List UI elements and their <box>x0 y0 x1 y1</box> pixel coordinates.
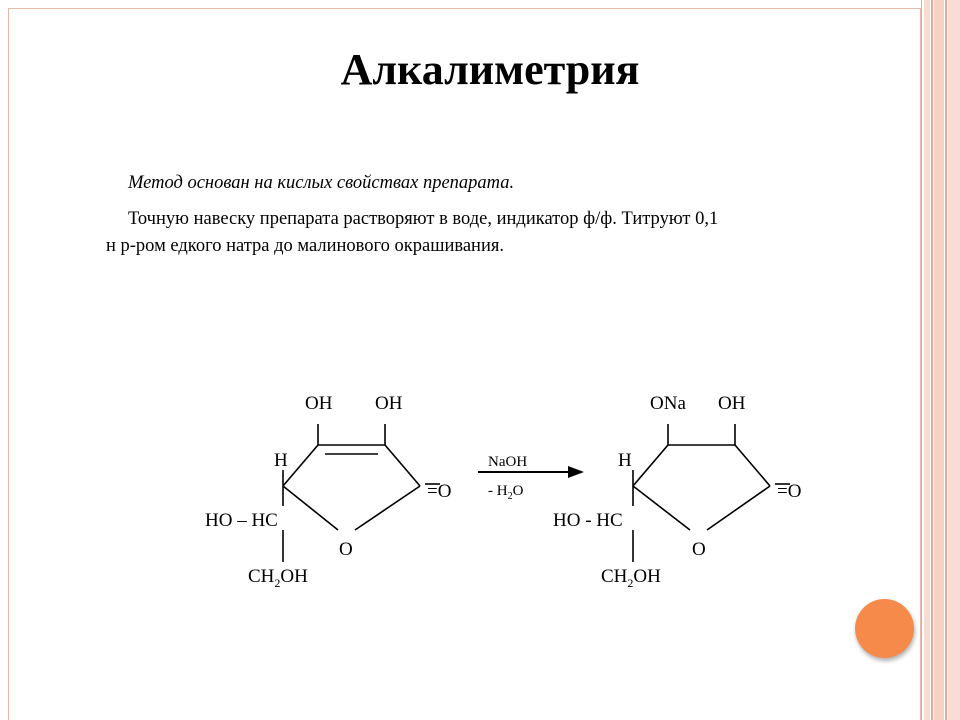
reactant-hohc-label: HO – HC <box>205 510 278 531</box>
reactant-carbonyl-label: =O <box>427 481 451 502</box>
decorative-stripe <box>924 0 930 720</box>
product-bonds <box>632 424 790 562</box>
slide-title: Алкалиметрия <box>340 45 640 94</box>
decorative-orange-circle <box>855 599 914 658</box>
method-description: Метод основан на кислых свойствах препар… <box>128 173 515 193</box>
reactant-ring-oxygen-label: O <box>339 539 353 560</box>
reactant-bonds <box>282 424 440 562</box>
reactant-oh-left-label: OH <box>305 393 333 414</box>
procedure-text-line-1: Точную навеску препарата растворяют в во… <box>128 209 719 229</box>
reactant-ch2oh-label: CH2OH <box>248 566 308 590</box>
decorative-stripe <box>931 0 933 720</box>
procedure-text-line-2: н р-ром едкого натра до малинового окраш… <box>106 236 504 256</box>
reagent-naoh-label: NaOH <box>488 454 527 470</box>
product-structure: ONa OH H =O O HO - HC CH2OH <box>553 393 801 590</box>
reaction-arrow: NaOH - H2O <box>478 454 584 502</box>
reactant-h-label: H <box>274 450 288 471</box>
reactant-structure: OH OH H =O O HO – HC CH2OH <box>205 393 451 590</box>
product-ch2oh-label: CH2OH <box>601 566 661 590</box>
product-hohc-label: HO - HC <box>553 510 623 531</box>
product-carbonyl-label: =O <box>777 481 801 502</box>
product-oh-label: OH <box>718 393 746 414</box>
reactant-oh-right-label: OH <box>375 393 403 414</box>
byproduct-water-label: - H2O <box>488 483 524 502</box>
slide-border-frame <box>8 8 921 720</box>
decorative-stripe <box>945 0 947 720</box>
product-ona-label: ONa <box>650 393 686 414</box>
decorative-stripe <box>934 0 944 720</box>
decorative-stripe <box>921 0 922 720</box>
decorative-stripe <box>948 0 960 720</box>
product-h-label: H <box>618 450 632 471</box>
product-ring-oxygen-label: O <box>692 539 706 560</box>
